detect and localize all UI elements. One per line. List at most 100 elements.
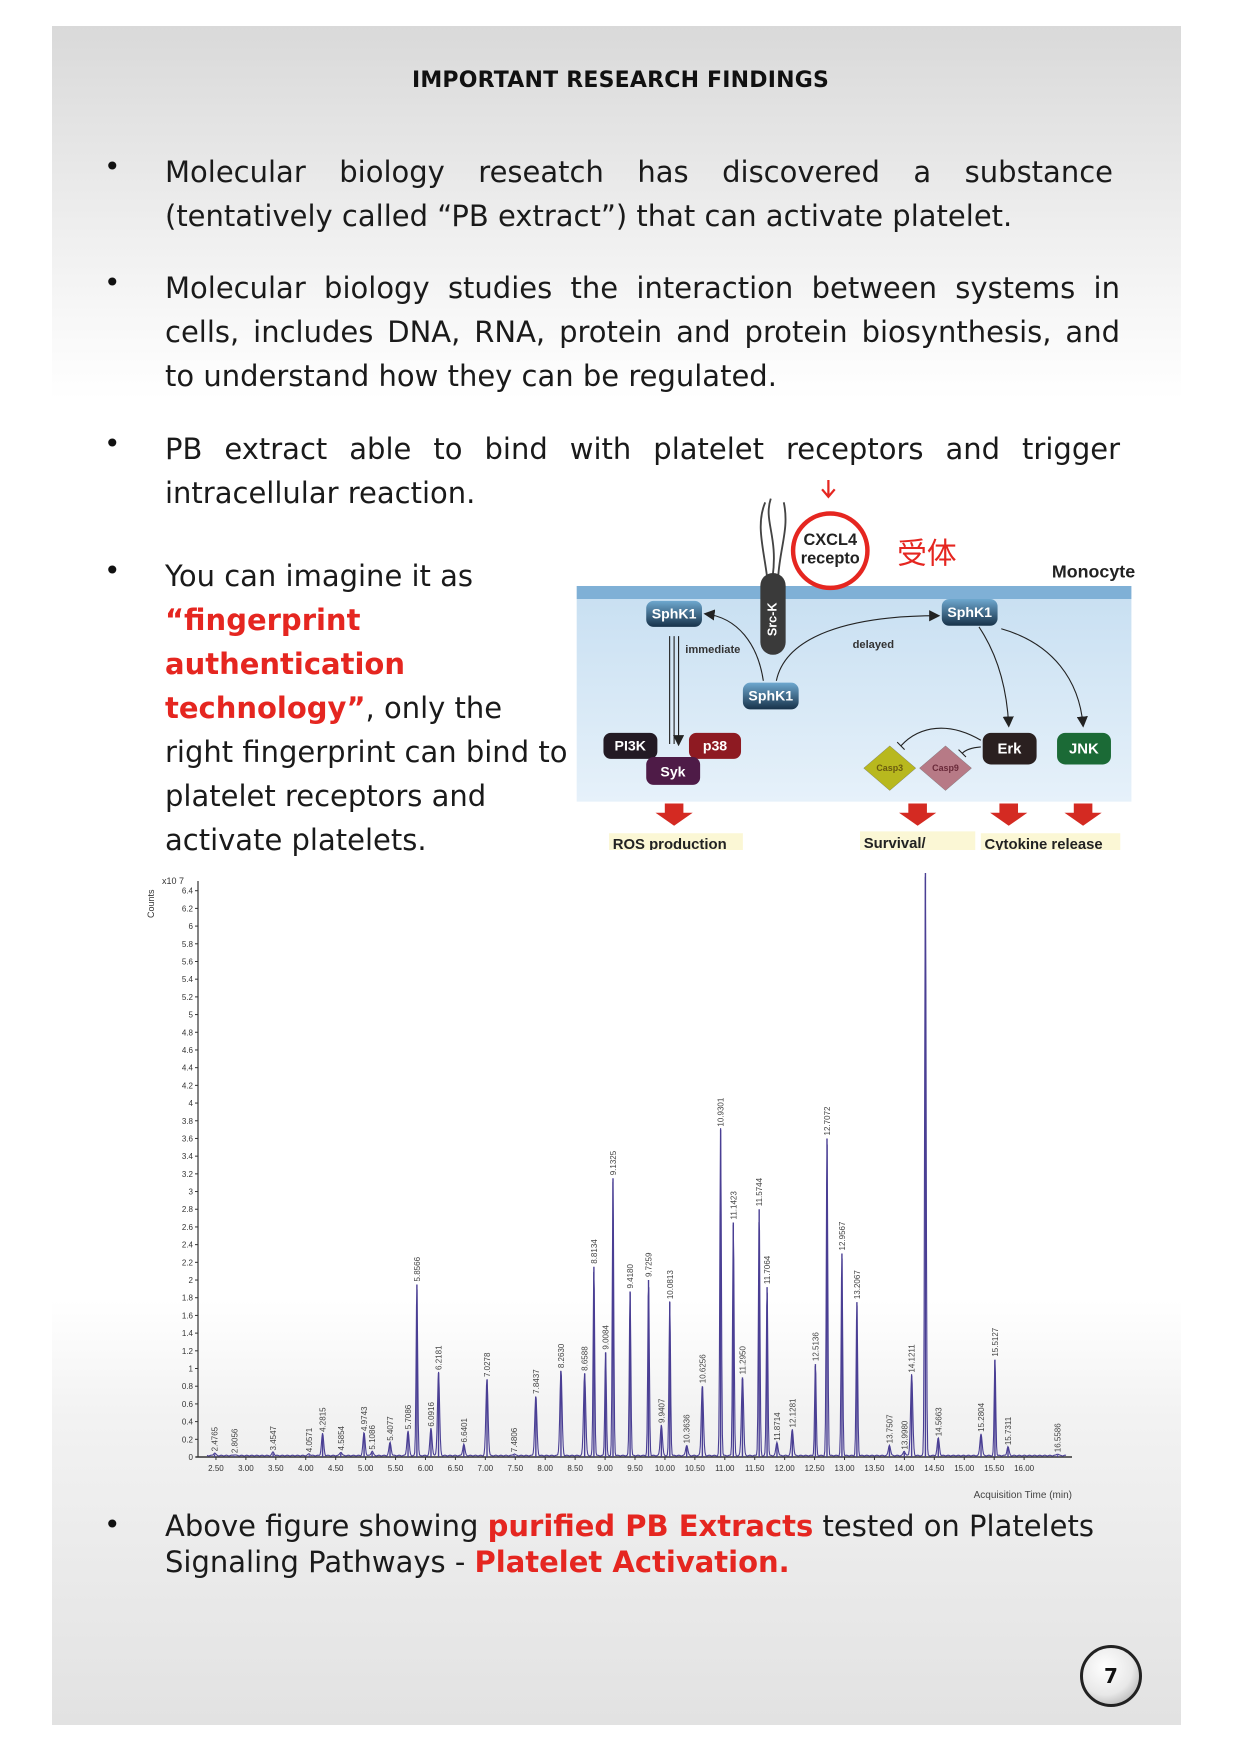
finding-4: You can imagine it as “fingerprint authe…	[165, 554, 570, 862]
peak-label: 9.7259	[645, 1252, 654, 1277]
peak-label: 15.5127	[991, 1327, 1000, 1356]
delayed-label: delayed	[853, 639, 895, 651]
y-tick-label: 2.2	[182, 1258, 194, 1267]
finding-5-intro: Above figure showing	[165, 1509, 488, 1543]
peak-label: 10.9301	[717, 1097, 726, 1126]
peak-label: 7.4806	[510, 1427, 519, 1452]
syk-label: Syk	[660, 763, 685, 779]
x-tick-label: 15.00	[954, 1464, 975, 1473]
finding-4-highlight: “fingerprint authentication technology”	[165, 603, 405, 725]
x-tick-label: 15.50	[984, 1464, 1005, 1473]
signaling-pathway-diagram: Src-K CXCL4 recepto 受体 Monocyte SphK1 Sp…	[576, 480, 1135, 850]
peak-label: 11.8714	[773, 1412, 782, 1441]
x-tick-label: 10.00	[655, 1464, 676, 1473]
sphk1-node-right: SphK1	[941, 599, 998, 626]
receptor-label-1: CXCL4	[803, 531, 857, 549]
peak-label: 4.5854	[337, 1425, 346, 1450]
y-tick-label: 6	[189, 922, 194, 931]
x-tick-label: 14.50	[924, 1464, 945, 1473]
receptor-chinese-label: 受体	[897, 538, 956, 571]
peak-label: 10.0813	[666, 1270, 675, 1299]
x-tick-label: 11.00	[715, 1464, 735, 1473]
x-tick-label: 3.00	[238, 1464, 254, 1473]
finding-5-middle: tested on Platelets Signaling Pathways -	[165, 1509, 1094, 1579]
down-arrow-icon	[821, 480, 836, 499]
ros-production-label: ROS production	[613, 837, 727, 850]
y-tick-label: 0.8	[182, 1382, 194, 1391]
x-tick-label: 8.00	[537, 1464, 553, 1473]
monocyte-label: Monocyte	[1052, 561, 1135, 581]
peak-label: 13.7507	[885, 1414, 894, 1443]
peak-label: 15.7311	[1004, 1416, 1013, 1445]
y-axis-label: Counts	[146, 889, 156, 918]
x-tick-label: 6.50	[448, 1464, 464, 1473]
sphk1-node-left: SphK1	[646, 600, 702, 627]
peak-label: 14.1211	[908, 1344, 917, 1373]
peak-label: 11.5744	[755, 1177, 764, 1206]
receptor-label-2: recepto	[801, 550, 860, 568]
y-tick-label: 3.6	[182, 1134, 194, 1143]
casp9-label: Casp9	[932, 763, 959, 773]
immediate-label: immediate	[685, 644, 740, 656]
arrow-down-icon	[1064, 803, 1102, 826]
y-tick-label: 2.8	[182, 1205, 194, 1214]
peak-label: 11.7064	[763, 1255, 772, 1284]
finding-5: Above figure showing purified PB Extract…	[165, 1508, 1115, 1580]
page-title: IMPORTANT RESEARCH FINDINGS	[411, 68, 830, 93]
x-tick-label: 10.50	[685, 1464, 706, 1473]
jnk-label: JNK	[1069, 741, 1099, 757]
bullet-dot: •	[104, 554, 121, 587]
y-tick-label: 0.2	[182, 1435, 194, 1444]
peak-label: 12.5136	[811, 1332, 820, 1361]
peak-label: 11.2950	[738, 1345, 747, 1374]
erk-label: Erk	[997, 741, 1022, 757]
sphk1-label: SphK1	[652, 605, 697, 621]
peak-label: 8.2630	[557, 1343, 566, 1368]
finding-5-highlight-1: purified PB Extracts	[487, 1509, 814, 1543]
x-tick-label: 6.00	[418, 1464, 434, 1473]
peak-label: 4.0571	[305, 1427, 314, 1452]
arrow-down-icon	[899, 803, 937, 826]
cell-membrane	[576, 585, 1132, 600]
bullet-dot: •	[104, 1508, 121, 1541]
x-tick-label: 5.00	[358, 1464, 374, 1473]
peak-label: 12.7072	[823, 1106, 832, 1135]
peak-label: 16.5586	[1054, 1423, 1063, 1452]
y-tick-label: 4.8	[182, 1028, 194, 1037]
pi3k-node: PI3K	[603, 732, 658, 759]
y-tick-label: 6.2	[182, 904, 194, 913]
peak-label: 8.8134	[590, 1239, 599, 1264]
arrow-down-icon	[990, 803, 1028, 826]
peak-label: 5.4077	[386, 1416, 395, 1441]
peak-label: 9.4180	[626, 1264, 635, 1289]
x-tick-label: 16.00	[1014, 1464, 1035, 1473]
y-tick-label: 3.2	[182, 1170, 194, 1179]
peak-label: 2.8056	[230, 1428, 239, 1453]
x-tick-label: 12.00	[775, 1464, 796, 1473]
casp3-node: Casp3	[863, 745, 917, 791]
bullet-dot: •	[104, 427, 121, 460]
y-tick-label: 3.8	[182, 1117, 194, 1126]
output-arrows	[655, 803, 1102, 826]
bullet-dot: •	[104, 266, 121, 299]
pi3k-label: PI3K	[615, 738, 647, 754]
x-tick-label: 7.00	[478, 1464, 494, 1473]
y-tick-label: 1.2	[182, 1347, 194, 1356]
page-number: 7	[1080, 1645, 1142, 1707]
peak-label: 2.4765	[211, 1426, 220, 1451]
y-axis-multiplier: x10 7	[162, 876, 184, 886]
y-tick-label: 3	[189, 1188, 194, 1197]
peak-label: 5.8566	[413, 1256, 422, 1281]
y-tick-label: 4.2	[182, 1081, 194, 1090]
erk-node: Erk	[982, 732, 1037, 765]
y-tick-label: 5.4	[182, 975, 194, 984]
survival-label: Survival/	[864, 836, 926, 850]
peak-label: 10.3636	[683, 1414, 692, 1443]
y-tick-label: 1.6	[182, 1311, 194, 1320]
peak-label: 11.1423	[729, 1191, 738, 1220]
peak-label: 7.8437	[532, 1369, 541, 1394]
x-tick-label: 11.50	[745, 1464, 765, 1473]
finding-5-highlight-2: Platelet Activation.	[474, 1545, 790, 1579]
finding-1: Molecular biology reseatch has discovere…	[165, 155, 1113, 233]
chromatogram-trace	[206, 876, 1067, 1457]
